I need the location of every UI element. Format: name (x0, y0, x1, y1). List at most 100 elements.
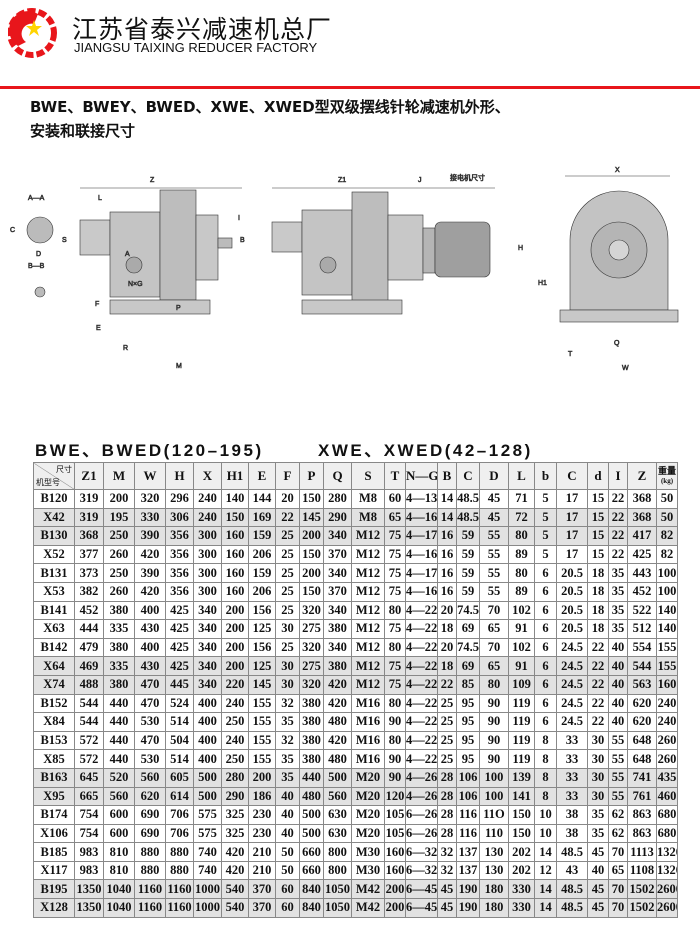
table-cell: 40 (608, 656, 628, 676)
table-cell: 530 (134, 712, 166, 732)
table-cell: 65 (384, 507, 406, 528)
table-cell: 75 (384, 526, 406, 546)
table-cell: M42 (351, 898, 385, 918)
table-cell: 648 (627, 730, 657, 751)
label-i: I (238, 215, 240, 222)
table-cell: 330 (508, 879, 535, 900)
table-cell: 260 (656, 749, 678, 769)
table-cell: 200 (221, 600, 249, 621)
title-line-2: 安装和联接尺寸 (30, 122, 136, 140)
table-cell: 740 (193, 860, 222, 881)
table-cell: 1350 (74, 898, 104, 918)
label-motor-dims: 接电机尺寸 (450, 173, 485, 182)
table-cell: 25 (437, 693, 457, 714)
table-cell: 1160 (165, 879, 194, 900)
table-cell: 210 (248, 860, 276, 881)
table-cell: 35 (275, 712, 300, 732)
table-cell: 4—22 (405, 712, 438, 732)
table-cell: 380 (299, 693, 324, 714)
table-cell: 880 (165, 842, 194, 862)
table-cell: 420 (134, 581, 166, 602)
table-cell: 280 (221, 767, 249, 788)
table-cell: 240 (193, 489, 222, 509)
table-cell: 17 (556, 544, 588, 565)
table-cell: 137 (456, 842, 480, 862)
table-cell: 356 (165, 581, 194, 602)
table-cell: 59 (456, 544, 480, 565)
table-cell: 48.5 (556, 898, 588, 918)
table-cell: 50 (275, 860, 300, 881)
table-cell: 370 (323, 581, 352, 602)
table-cell: 28 (437, 805, 457, 825)
table-cell: 33 (556, 749, 588, 769)
table-cell: 50 (656, 489, 678, 509)
table-cell: 20 (437, 637, 457, 658)
table-cell: 155 (248, 693, 276, 714)
table-cell: 380 (103, 674, 135, 695)
table-cell: 145 (248, 674, 276, 695)
table-cell: 220 (221, 674, 249, 695)
table-cell: 230 (248, 823, 276, 844)
table-cell: 100 (656, 581, 678, 602)
table-cell: 330 (508, 898, 535, 918)
table-cell: 983 (74, 860, 104, 881)
table-cell: 440 (299, 767, 324, 788)
table-cell: 250 (103, 563, 135, 583)
table-cell: 160 (221, 581, 249, 602)
table-cell: 116 (456, 823, 480, 844)
table-cell: 420 (221, 842, 249, 862)
table-cell: 575 (193, 823, 222, 844)
table-cell: 95 (456, 712, 480, 732)
table-cell: 5 (534, 544, 557, 565)
table-cell: 250 (103, 526, 135, 546)
table-cell: 614 (165, 786, 194, 807)
table-cell: 600 (103, 805, 135, 825)
table-cell: 1050 (323, 879, 352, 900)
table-cell: 440 (103, 749, 135, 769)
table-cell: 425 (165, 600, 194, 621)
model-cell: X117 (33, 860, 75, 881)
table-cell: 4—22 (405, 619, 438, 639)
table-cell: 319 (74, 489, 104, 509)
table-cell: 554 (627, 637, 657, 658)
table-cell: 24.5 (556, 712, 588, 732)
table-cell: 105 (384, 805, 406, 825)
table-cell: 55 (608, 749, 628, 769)
table-cell: M16 (351, 730, 385, 751)
table-cell: 1040 (103, 898, 135, 918)
table-cell: 137 (456, 860, 480, 881)
table-cell: 706 (165, 823, 194, 844)
table-cell: 544 (74, 693, 104, 714)
side-view-bwed-with-motor: Z1 J 接电机尺寸 (271, 173, 495, 315)
table-cell: 500 (193, 786, 222, 807)
table-cell: 25 (437, 749, 457, 769)
label-h: H (518, 245, 523, 252)
table-cell: 8 (534, 730, 557, 751)
table-cell: 306 (165, 507, 194, 528)
table-cell: 20.5 (556, 563, 588, 583)
table-cell: 2600 (656, 879, 678, 900)
table-cell: 630 (323, 805, 352, 825)
table-cell: 25 (437, 712, 457, 732)
model-cell: B174 (33, 805, 75, 825)
table-cell: 40 (608, 712, 628, 732)
table-cell: 45 (587, 842, 609, 862)
table-cell: 70 (608, 842, 628, 862)
table-cell: 356 (165, 563, 194, 583)
table-cell: 665 (74, 786, 104, 807)
table-cell: 14 (437, 507, 457, 528)
table-cell: 620 (627, 693, 657, 714)
table-cell: 32 (437, 860, 457, 881)
table-cell: 540 (221, 898, 249, 918)
table-cell: 109 (508, 674, 535, 695)
table-cell: 80 (384, 600, 406, 621)
column-header: H1 (221, 462, 249, 490)
table-cell: 55 (608, 786, 628, 807)
